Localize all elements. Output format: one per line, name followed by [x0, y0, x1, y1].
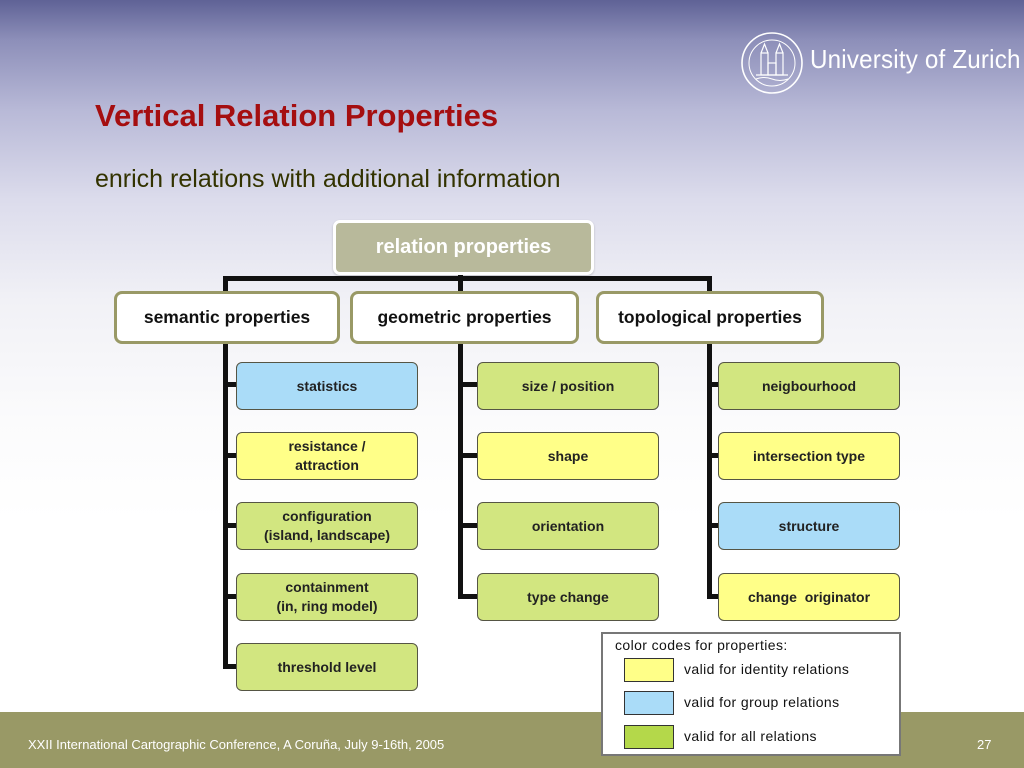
leaf-node-shape: shape: [477, 432, 659, 480]
legend-label-group: valid for group relations: [684, 694, 840, 710]
category-node-topological: topological properties: [596, 291, 824, 344]
legend-swatch-group: [624, 691, 674, 715]
leaf-node-threshold-level: threshold level: [236, 643, 418, 691]
leaf-node-containment: containment(in, ring model): [236, 573, 418, 621]
university-seal-icon: [741, 32, 803, 94]
leaf-node-statistics: statistics: [236, 362, 418, 410]
leaf-node-resistance-attraction: resistance /attraction: [236, 432, 418, 480]
page-number: 27: [977, 737, 992, 752]
slide-subtitle: enrich relations with additional informa…: [95, 165, 561, 193]
legend-swatch-identity: [624, 658, 674, 682]
leaf-node-configuration: configuration(island, landscape): [236, 502, 418, 550]
leaf-node-structure: structure: [718, 502, 900, 550]
leaf-node-orientation: orientation: [477, 502, 659, 550]
university-logo-text: University of Zurich: [810, 44, 1021, 74]
leaf-node-change-originator: change originator: [718, 573, 900, 621]
legend-label-all: valid for all relations: [684, 728, 817, 744]
leaf-node-intersection-type: intersection type: [718, 432, 900, 480]
slide-title: Vertical Relation Properties: [95, 98, 499, 133]
category-node-semantic: semantic properties: [114, 291, 340, 344]
leaf-node-size-position: size / position: [477, 362, 659, 410]
footer-conference-text: XXII International Cartographic Conferen…: [28, 737, 445, 752]
leaf-node-neigbourhood: neigbourhood: [718, 362, 900, 410]
legend-label-identity: valid for identity relations: [684, 661, 850, 677]
root-node-relation-properties: relation properties: [333, 220, 594, 275]
leaf-node-type-change: type change: [477, 573, 659, 621]
legend-title: color codes for properties:: [615, 637, 788, 653]
category-node-geometric: geometric properties: [350, 291, 579, 344]
legend-swatch-all: [624, 725, 674, 749]
